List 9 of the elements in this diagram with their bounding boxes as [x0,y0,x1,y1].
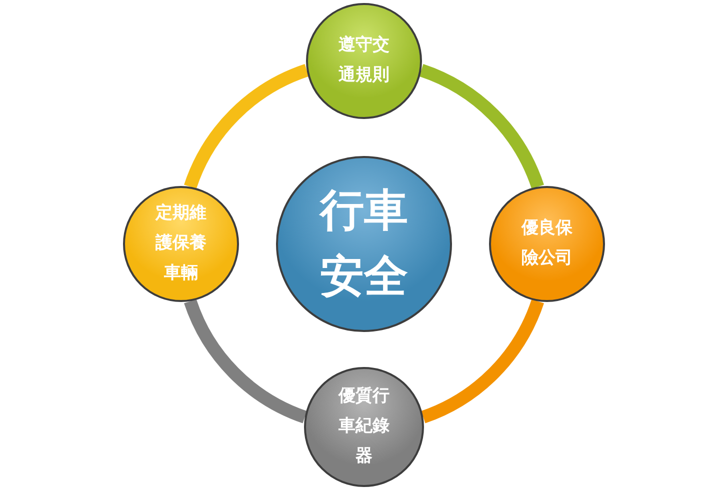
arc-connector [184,298,308,424]
arc-connector [184,64,310,190]
arc-connector [420,298,544,424]
topic-circle: 優質行車紀錄器 [304,367,424,487]
arc-connector [418,64,544,190]
topic-circle: 遵守交通規則 [306,3,422,119]
topic-circle: 定期維護保養車輛 [123,186,239,302]
topic-circle: 優良保險公司 [489,186,605,302]
hub-circle: 行車安全 [276,156,452,332]
